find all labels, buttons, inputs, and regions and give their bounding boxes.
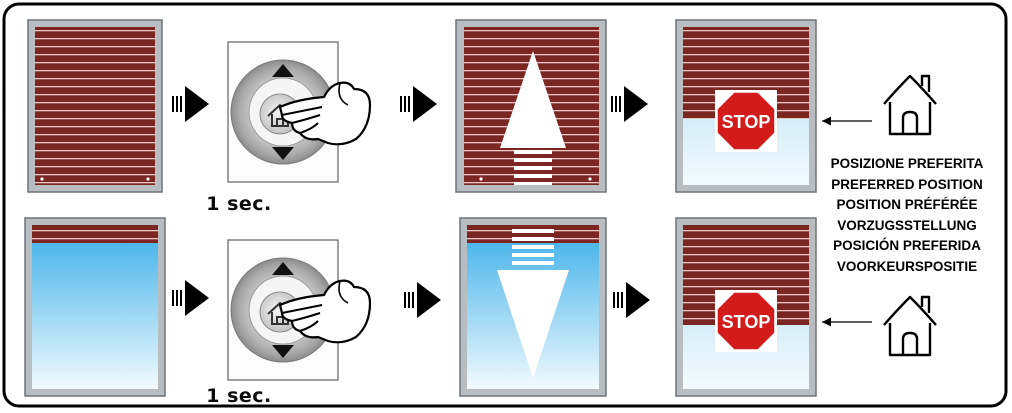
window-closed-blind [27,19,163,193]
label-english: PREFERRED POSITION [831,176,983,192]
press-duration-label: 1 sec. [206,385,272,407]
label-italian: POSIZIONE PREFERITA [830,156,984,171]
stop-sign-icon: STOP [715,90,777,152]
pointing-hand-icon [278,81,372,146]
stop-sign-label: STOP [722,312,771,332]
arrow-up-icon [500,51,566,185]
pointer-arrow-icon [822,116,872,126]
label-spanish: POSICIÓN PREFERIDA [833,238,981,253]
pointing-hand-icon [278,279,372,344]
pointer-arrow-icon [822,317,872,327]
arrow-down-icon [497,229,569,378]
press-duration-label: 1 sec. [206,193,272,215]
label-french: POSITION PRÉFÉRÉE [836,197,978,212]
preferred-position-labels: POSIZIONE PREFERITA PREFERRED POSITION P… [812,154,1002,277]
stop-sign-icon: STOP [715,290,777,352]
window-open-sky [24,217,166,397]
label-german: VORZUGSSTELLUNG [837,217,977,233]
label-dutch: VOORKEURSPOSITIE [836,258,978,274]
stop-sign-label: STOP [722,112,771,132]
